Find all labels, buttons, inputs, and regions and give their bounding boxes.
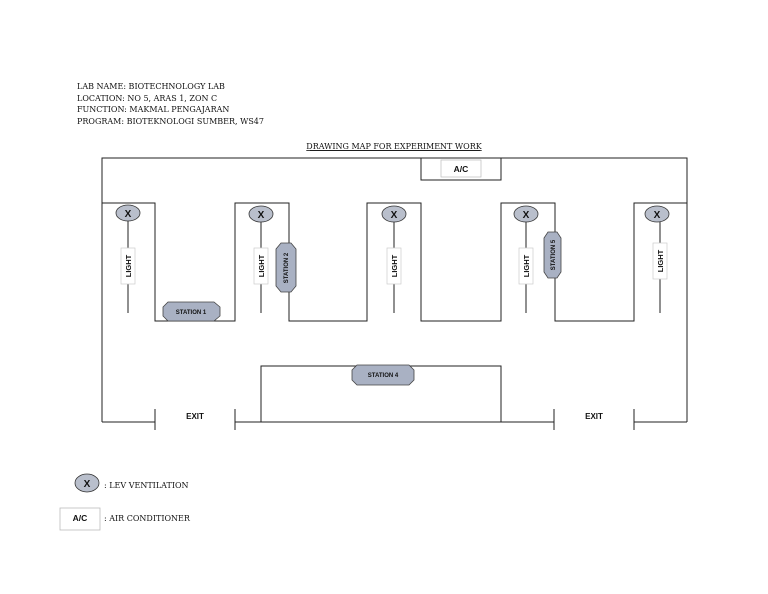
lab-function: FUNCTION: MAKMAL PENGAJARAN (77, 105, 230, 114)
exit-left-label: EXIT (186, 412, 204, 421)
light-label: LIGHT (124, 254, 133, 277)
top-wall (101, 157, 688, 203)
legend-vent-desc: : LEV VENTILATION (104, 481, 189, 490)
light-3: LIGHT (386, 247, 402, 285)
station-2: STATION 2 (275, 242, 297, 293)
light-1: LIGHT (120, 247, 136, 285)
station-4: STATION 4 (351, 364, 415, 386)
lab-program: PROGRAM: BIOTEKNOLOGI SUMBER, WS47 (77, 116, 264, 126)
light-label: LIGHT (522, 254, 531, 277)
light-label: LIGHT (390, 254, 399, 277)
legend-ac-desc: : AIR CONDITIONER (104, 514, 191, 523)
light-5: LIGHT (652, 242, 668, 280)
lab-name: LAB NAME: BIOTECHNOLOGY LAB (77, 82, 225, 91)
station-1: STATION 1 (162, 301, 221, 322)
vent-x-icon: X (391, 210, 398, 221)
station-4-label: STATION 4 (368, 373, 399, 379)
lab-location: LOCATION: NO 5, ARAS 1, ZON C (77, 93, 218, 103)
light-2: LIGHT (253, 247, 269, 285)
light-4: LIGHT (518, 247, 534, 285)
vent-x-icon: X (125, 209, 132, 220)
station-5: STATION 5 (543, 231, 562, 279)
station-1-label: STATION 1 (176, 310, 207, 316)
lev-ventilation-2: X (248, 205, 274, 223)
exit-right-label: EXIT (585, 412, 603, 421)
lev-ventilation-4: X (513, 205, 539, 223)
lev-ventilation-1: X (115, 204, 141, 222)
vent-x-icon: X (654, 210, 661, 221)
light-label: LIGHT (656, 249, 665, 272)
legend-vent: X : LEV VENTILATION (74, 473, 189, 493)
vent-x-icon: X (258, 210, 265, 221)
lev-ventilation-3: X (381, 205, 407, 223)
lev-ventilation-5: X (644, 205, 670, 223)
station-5-label: STATION 5 (551, 239, 557, 270)
legend-ac: A/C : AIR CONDITIONER (59, 507, 191, 531)
walls (101, 157, 688, 430)
lab-info: LAB NAME: BIOTECHNOLOGY LAB LOCATION: NO… (77, 81, 264, 127)
bench-bays (102, 202, 687, 322)
light-label: LIGHT (257, 254, 266, 277)
legend: X : LEV VENTILATION A/C : AIR CONDITIONE… (59, 473, 191, 531)
legend-vent-x-icon: X (84, 479, 91, 490)
ac-label-box (440, 159, 482, 178)
vent-x-icon: X (523, 210, 530, 221)
station-2-label: STATION 2 (284, 252, 290, 283)
map-title: DRAWING MAP FOR EXPERIMENT WORK (306, 142, 482, 151)
ac-label: A/C (454, 164, 469, 174)
legend-ac-symbol: A/C (73, 513, 88, 523)
